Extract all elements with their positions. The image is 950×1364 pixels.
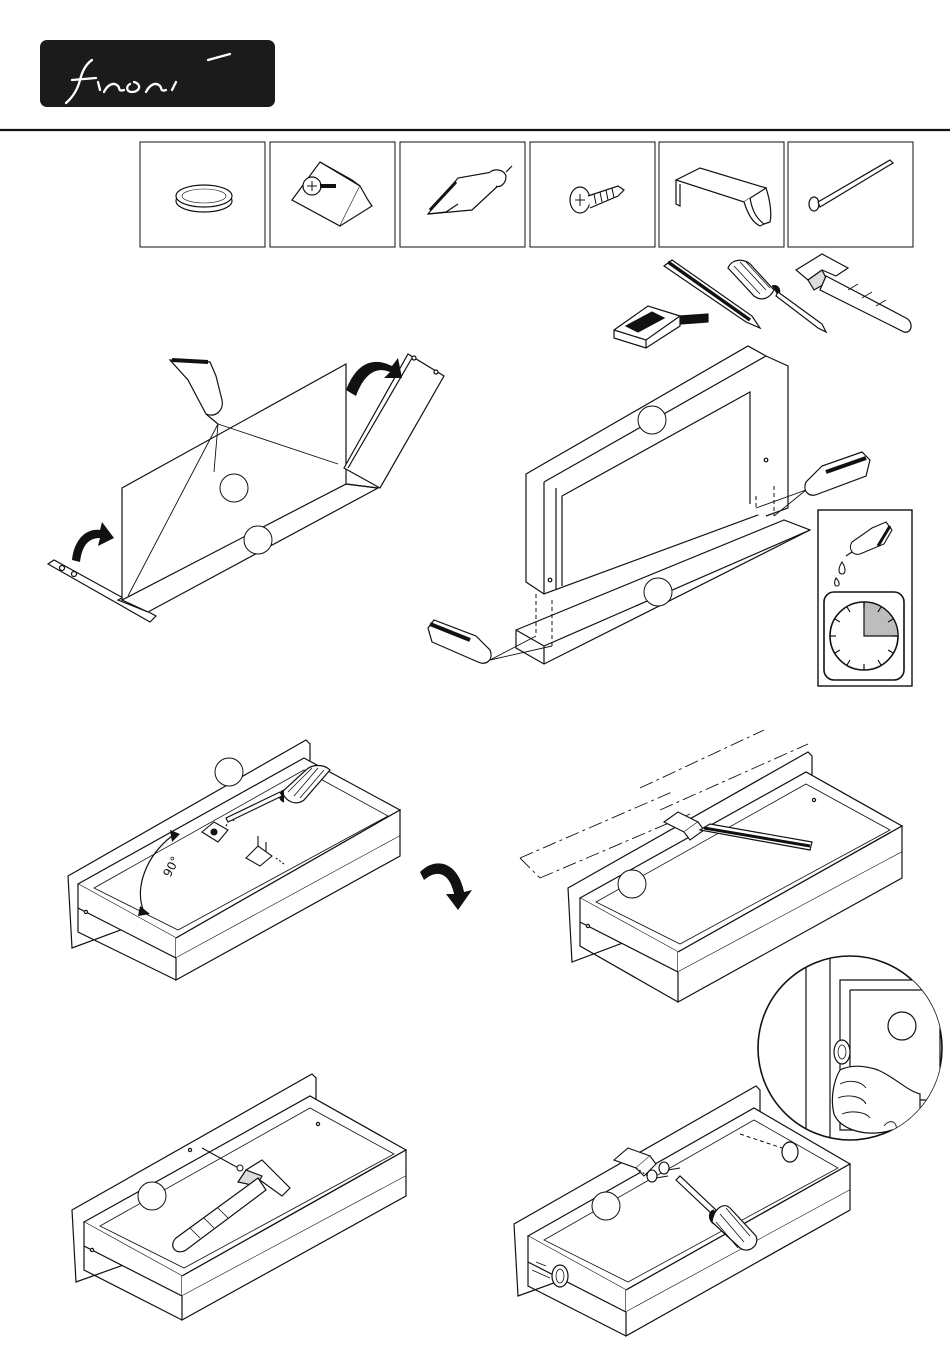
- part-box-nail: [788, 142, 913, 247]
- part-marker: [592, 1192, 620, 1220]
- part-marker: [244, 526, 272, 554]
- drying-timer-icon: [824, 592, 904, 680]
- part-marker: [220, 474, 248, 502]
- nail-icon: [809, 160, 893, 211]
- part-marker: [138, 1182, 166, 1210]
- flip-arrow-icon: [420, 863, 472, 910]
- part-marker: [618, 870, 646, 898]
- cap-cover-icon: [176, 185, 232, 212]
- part-marker: [215, 758, 243, 786]
- part-marker: [638, 406, 666, 434]
- detail-zoom-circle: [758, 950, 942, 1150]
- corner-connector-icon: [292, 162, 372, 226]
- screw-icon: [570, 186, 624, 213]
- dowel-icon: [428, 166, 512, 214]
- step1-rotate-arrow-left: [72, 522, 114, 562]
- handle-icon: [676, 168, 771, 226]
- part-marker: [888, 1012, 916, 1040]
- parts-row: [140, 142, 913, 247]
- tape-measure-icon: [614, 306, 708, 348]
- glue-drying-box: [818, 510, 912, 686]
- part-marker: [644, 578, 672, 606]
- brand-logo: [40, 40, 275, 107]
